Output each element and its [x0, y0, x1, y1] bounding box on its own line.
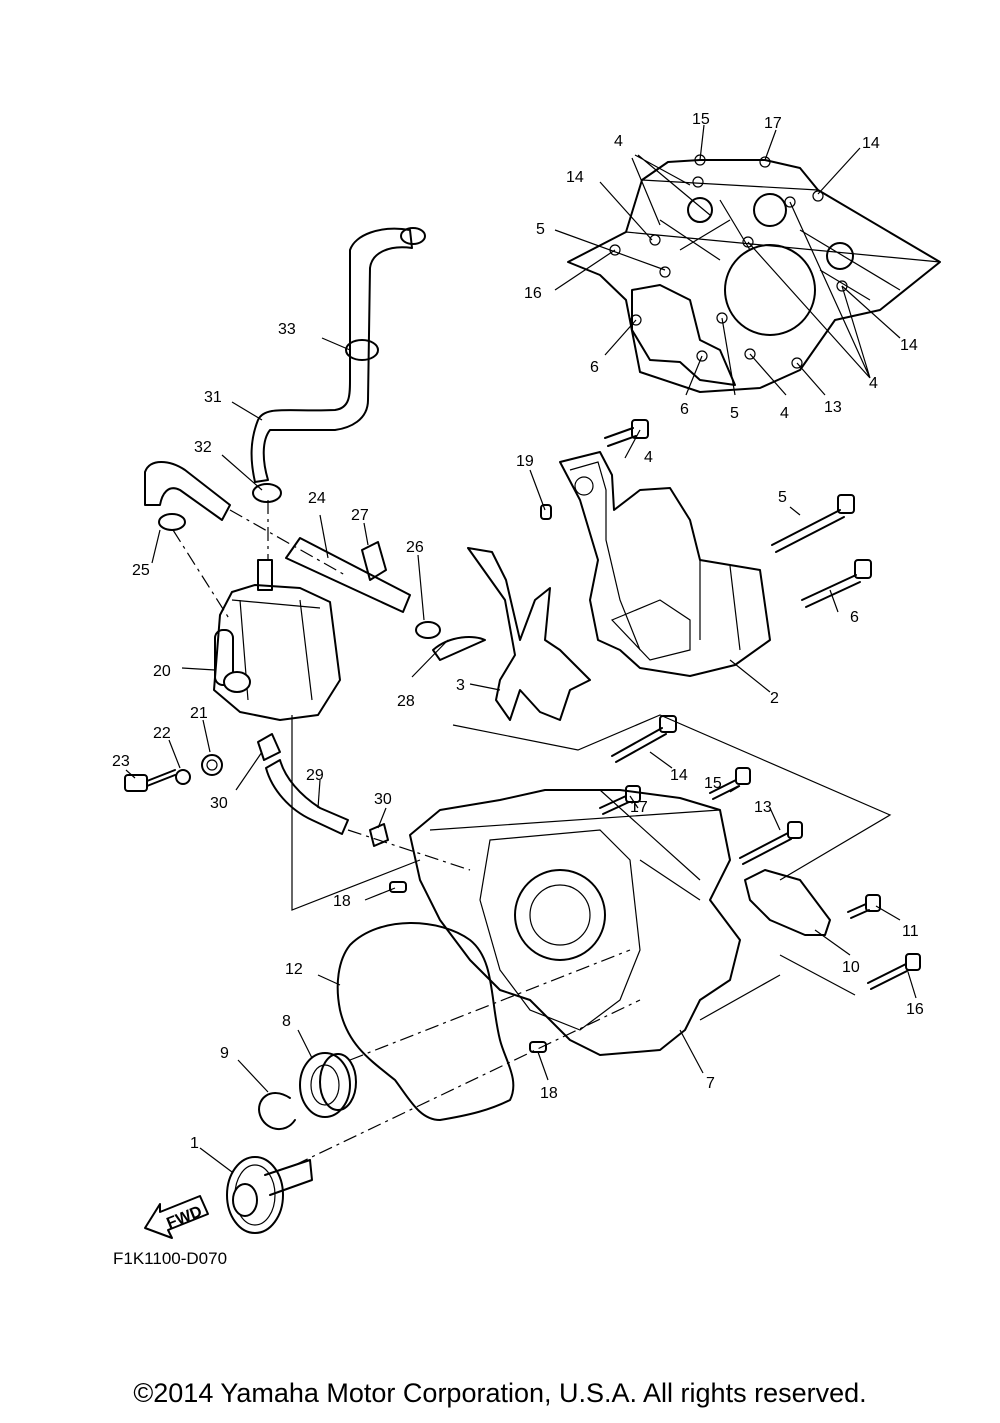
clamps	[158, 227, 486, 847]
callout: 4	[869, 375, 878, 392]
callout: 13	[824, 399, 842, 416]
callout: 17	[764, 115, 782, 132]
callout: 4	[780, 405, 789, 422]
callout: 31	[204, 389, 222, 406]
bearing-8	[299, 1052, 357, 1118]
main-cover	[409, 789, 741, 1056]
gasket-12	[336, 922, 515, 1121]
callout: 19	[516, 453, 534, 470]
callout: 28	[397, 693, 415, 710]
oil-cooler	[213, 559, 341, 721]
callout: 16	[524, 285, 542, 302]
gear-1	[226, 1156, 313, 1234]
callout: 6	[850, 609, 859, 626]
callout: 4	[644, 449, 653, 466]
callout: 17	[630, 799, 648, 816]
callout: 8	[282, 1013, 291, 1030]
callout: 16	[906, 1001, 924, 1018]
callout: 1	[190, 1135, 199, 1152]
hose-29	[265, 759, 349, 835]
callout: 15	[692, 111, 710, 128]
callout: 11	[902, 923, 919, 940]
callout: 33	[278, 321, 296, 338]
callout: 14	[862, 135, 880, 152]
crankcase-cover-view	[567, 154, 941, 393]
callout: 7	[706, 1075, 715, 1092]
forward-arrow-icon: FWD	[144, 1195, 209, 1239]
callout: 5	[778, 489, 787, 506]
callout: 24	[308, 490, 326, 507]
callout: 14	[900, 337, 918, 354]
callout: 6	[590, 359, 599, 376]
callout: 25	[132, 562, 150, 579]
callout: 26	[406, 539, 424, 556]
callout: 9	[220, 1045, 229, 1062]
callout: 14	[670, 767, 688, 784]
hose-31	[144, 461, 231, 521]
callout: 18	[540, 1085, 558, 1102]
callout: 22	[153, 725, 171, 742]
leader-lines	[125, 124, 917, 1173]
pump-housing	[559, 451, 771, 677]
callout: 13	[754, 799, 772, 816]
callout: 5	[536, 221, 545, 238]
callout: 20	[153, 663, 171, 680]
callout: 4	[614, 133, 623, 150]
hose-33	[250, 227, 413, 483]
callout-labels: 1 2 3 4 4 4 4 4 4 5 5 5 6 6 6 7 8 9 10 1…	[112, 111, 924, 1152]
callout: 14	[566, 169, 584, 186]
gasket-3	[467, 547, 591, 721]
figure-code: F1K1100-D070	[113, 1249, 228, 1268]
cover-10	[744, 869, 831, 936]
callout: 5	[730, 405, 739, 422]
callout: 10	[842, 959, 860, 976]
callout: 23	[112, 753, 130, 770]
callout: 6	[680, 401, 689, 418]
callout: 15	[704, 775, 722, 792]
callout: 3	[456, 677, 465, 694]
copyright-notice: ©2014 Yamaha Motor Corporation, U.S.A. A…	[133, 1378, 867, 1408]
callout: 12	[285, 961, 303, 978]
bolts	[389, 419, 921, 1053]
callout: 32	[194, 439, 212, 456]
alignment-lines	[172, 500, 892, 1166]
callout: 29	[306, 767, 324, 784]
callout: 2	[770, 690, 779, 707]
circlip-9	[258, 1092, 296, 1130]
callout: 30	[374, 791, 392, 808]
bolt-23-group	[124, 754, 223, 792]
pipe-24	[285, 537, 411, 613]
callout: 27	[351, 507, 369, 524]
callout: 30	[210, 795, 228, 812]
callout: 21	[190, 705, 208, 722]
callout: 18	[333, 893, 351, 910]
